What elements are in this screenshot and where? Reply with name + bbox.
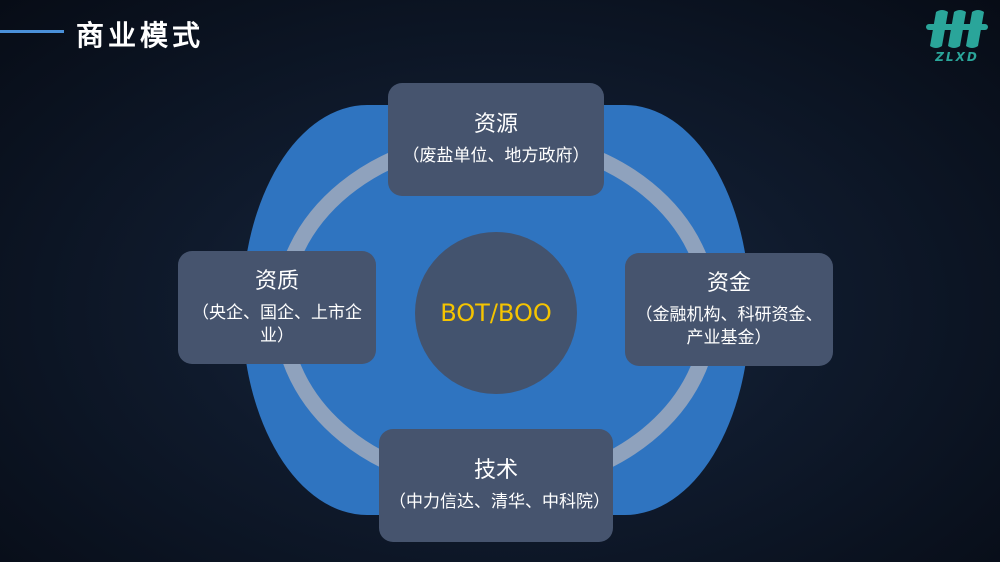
node-funding-title: 资金 [706, 270, 751, 296]
node-qualification-desc: （央企、国企、上市企业） [192, 302, 362, 346]
node-technology: 技术 （中力信达、清华、中科院） [379, 429, 613, 542]
logo-text: ZLXD [935, 50, 979, 64]
node-qualification-title: 资质 [254, 268, 299, 294]
node-technology-desc: （中力信达、清华、中科院） [389, 492, 610, 512]
node-technology-title: 技术 [473, 458, 518, 483]
node-resources: 资源 （废盐单位、地方政府） [388, 83, 604, 196]
node-resources-title: 资源 [473, 112, 518, 137]
logo-mark-icon [926, 10, 988, 48]
center-label: BOT/BOO [440, 299, 552, 327]
page-title: 商业模式 [76, 19, 205, 52]
node-resources-desc: （废盐单位、地方政府） [402, 146, 590, 166]
node-funding-desc: （金融机构、科研资金、产业基金） [635, 304, 823, 348]
node-qualification: 资质 （央企、国企、上市企业） [178, 251, 376, 364]
company-logo: ZLXD [922, 6, 992, 68]
node-funding: 资金 （金融机构、科研资金、产业基金） [625, 253, 833, 366]
title-accent-line [0, 30, 64, 33]
center-circle: BOT/BOO [415, 232, 577, 394]
